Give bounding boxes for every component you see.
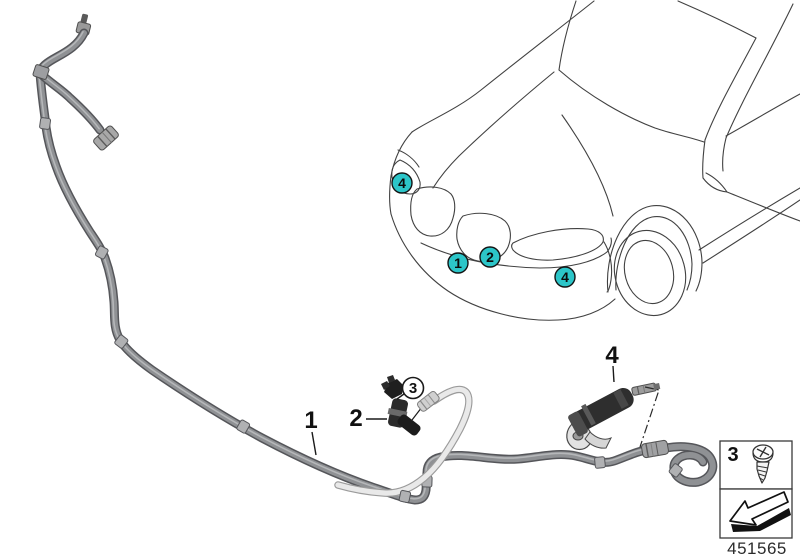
car-outline [388, 0, 800, 321]
callout-part3-circled[interactable]: 3 [396, 376, 425, 400]
hose-branch [37, 70, 105, 135]
screw-icon [752, 444, 774, 484]
direction-arrow-icon [729, 491, 791, 532]
locator-line [639, 386, 660, 448]
hose-main-run [35, 28, 653, 505]
callout-part1[interactable]: 1 [304, 407, 318, 456]
washer-hose-part1 [32, 13, 718, 505]
callout-4-label[interactable]: 4 [605, 342, 619, 369]
washer-jet-hose-white [334, 385, 473, 504]
hose-loop-end [661, 442, 718, 487]
car-marker-4-left[interactable]: 4 [391, 172, 413, 194]
white-hose-fitting [416, 390, 440, 412]
kidney-grille-left [410, 186, 456, 237]
white-hose-clip [398, 489, 412, 504]
headlight-washer-nozzle [566, 382, 661, 451]
marker-label[interactable]: 2 [486, 249, 494, 265]
marker-label[interactable]: 1 [454, 255, 462, 271]
hose-clamp [32, 64, 50, 80]
callout-3-label[interactable]: 3 [409, 380, 417, 397]
callout-part4[interactable]: 4 [605, 342, 619, 383]
marker-label[interactable]: 4 [398, 175, 406, 191]
legend-screw-label[interactable]: 3 [727, 444, 738, 466]
callout-2-label[interactable]: 2 [349, 405, 362, 432]
callout-1-label[interactable]: 1 [304, 407, 317, 434]
legend-direction-box [719, 488, 793, 539]
diagram-number: 451565 [727, 539, 787, 558]
headlight-left [391, 159, 421, 195]
front-wheel [613, 229, 687, 317]
car-marker-1[interactable]: 1 [447, 252, 469, 274]
hose-branch-connector [93, 125, 119, 151]
callout-part2[interactable]: 2 [349, 405, 387, 432]
legend-screw-box[interactable]: 3 [719, 440, 793, 490]
headlight-right [510, 228, 604, 261]
hose-clips [39, 117, 683, 488]
car-marker-2[interactable]: 2 [479, 246, 501, 268]
hose-mid-fitting [641, 439, 669, 459]
marker-label[interactable]: 4 [561, 269, 569, 285]
car-marker-4-right[interactable]: 4 [554, 266, 576, 288]
washer-jet-nozzle [381, 375, 421, 436]
